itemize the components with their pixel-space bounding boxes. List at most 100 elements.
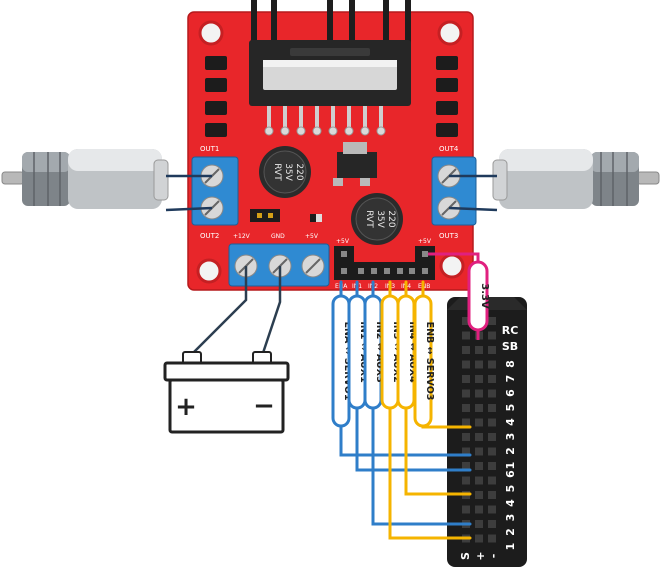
controller-pin [488, 534, 496, 543]
mount-hole [198, 20, 224, 46]
controller-pin [462, 476, 470, 485]
controller-pin [462, 404, 470, 412]
controller-pin [475, 534, 483, 543]
battery-wires [192, 266, 282, 354]
controller-pin [475, 360, 483, 369]
controller-rc: RC [502, 324, 519, 337]
controller-pin [488, 375, 496, 383]
controller-pin [488, 476, 496, 485]
controller-pin [475, 520, 483, 528]
controller-number: 2 [504, 528, 517, 536]
label-12v: +12V [233, 233, 251, 240]
controller-pin [475, 346, 483, 354]
controller-footer: S + - [459, 551, 500, 560]
controller-pin [462, 433, 470, 441]
controller-number: 3 [504, 433, 517, 441]
label-out2: OUT2 [200, 232, 219, 240]
controller-pin [475, 418, 483, 427]
controller-number: 6 [504, 470, 517, 478]
battery-plus: + [175, 392, 197, 422]
controller-pin [488, 462, 496, 470]
motor-driver-board: 220 35V RVT 220 35V RVT [187, 0, 477, 291]
label-out1: OUT1 [200, 145, 219, 153]
controller-pin [462, 375, 470, 383]
motor-right [492, 149, 660, 209]
mount-hole [196, 258, 222, 284]
voltage-regulator [333, 142, 377, 186]
controller-number: 4 [504, 418, 517, 426]
controller-pin [462, 389, 470, 398]
controller-number: 6 [504, 389, 517, 397]
controller-pin [488, 433, 496, 441]
wire-label-enb: ENB ↔ SERVO3 [413, 294, 435, 428]
label-5v-power: +5V [305, 233, 319, 240]
controller-pin [488, 418, 496, 427]
controller-number: 8 [504, 360, 517, 368]
controller-pin [462, 447, 470, 456]
controller-pin [475, 375, 483, 383]
wire-label-in4: IN4 ↔ AUX4 [396, 294, 418, 410]
controller-number: 1 [504, 462, 517, 470]
motor-left [1, 149, 169, 209]
terminal-out3-out4 [431, 156, 477, 226]
controller-number: 2 [504, 447, 517, 455]
controller-number: 3 [504, 514, 517, 522]
controller-pin [488, 360, 496, 369]
controller-number: 7 [504, 375, 517, 383]
controller-footer-plus: + [474, 551, 487, 560]
wire-labels: ENA ↔ SERVO1 IN1 ↔ AUX1 IN2 ↔ AUX3 IN3 ↔… [331, 294, 435, 428]
motor-wires [165, 174, 498, 212]
controller-pin [475, 462, 483, 470]
controller-pin [475, 476, 483, 485]
controller-lower-numbers: 6 5 4 3 2 1 [504, 470, 517, 551]
controller-pin [462, 360, 470, 369]
controller-pin [462, 462, 470, 470]
controller-pin [488, 346, 496, 354]
controller-pin [475, 433, 483, 441]
controller-upper-numbers: 8 7 6 5 4 3 2 1 [504, 360, 517, 469]
controller-pin [475, 447, 483, 456]
controller-pin [475, 404, 483, 412]
controller-pin [488, 389, 496, 398]
jumper-header [250, 209, 322, 222]
controller-number: 5 [504, 485, 517, 493]
wire-label-in4-text: IN4 ↔ AUX4 [407, 321, 418, 383]
controller-pin [488, 404, 496, 412]
controller-pin [488, 331, 496, 340]
controller-pin [488, 491, 496, 499]
mount-hole [437, 20, 463, 46]
heatsink [249, 0, 411, 136]
cap-left-line1: 220 [294, 163, 304, 180]
controller-pin [462, 418, 470, 427]
wire-label-in2-text: IN2 ↔ AUX3 [374, 321, 385, 382]
label-out4: OUT4 [439, 145, 459, 153]
controller-sb: SB [502, 340, 518, 353]
link-3v3-label: 3.3V [479, 283, 490, 309]
controller-pin [488, 317, 496, 325]
controller-pin [462, 505, 470, 514]
battery-minus: − [253, 391, 275, 421]
logic-header [334, 246, 435, 280]
label-gnd: GND [271, 233, 285, 240]
controller-pin [462, 317, 470, 325]
capacitor-left: 220 35V RVT [259, 146, 311, 198]
terminal-out1-out2 [191, 156, 239, 226]
capacitor-right: 220 35V RVT [351, 193, 403, 245]
flight-controller: RC SB 8 7 6 5 4 3 2 1 6 5 4 3 2 1 S + - [447, 297, 527, 567]
label-5v-left: +5V [336, 238, 350, 245]
controller-pin [462, 346, 470, 354]
battery: + − [163, 351, 290, 434]
controller-number: 4 [504, 499, 517, 507]
power-terminal [228, 243, 330, 287]
smd-components [205, 56, 458, 137]
cap-left-line3: RVT [272, 163, 282, 181]
controller-pin [488, 520, 496, 528]
controller-pin [475, 491, 483, 499]
cap-left-line2: 35V [283, 163, 293, 181]
mount-hole [439, 253, 465, 279]
label-out3: OUT3 [439, 232, 458, 240]
controller-pin [488, 447, 496, 456]
controller-number: 1 [504, 543, 517, 551]
controller-number: 5 [504, 404, 517, 412]
